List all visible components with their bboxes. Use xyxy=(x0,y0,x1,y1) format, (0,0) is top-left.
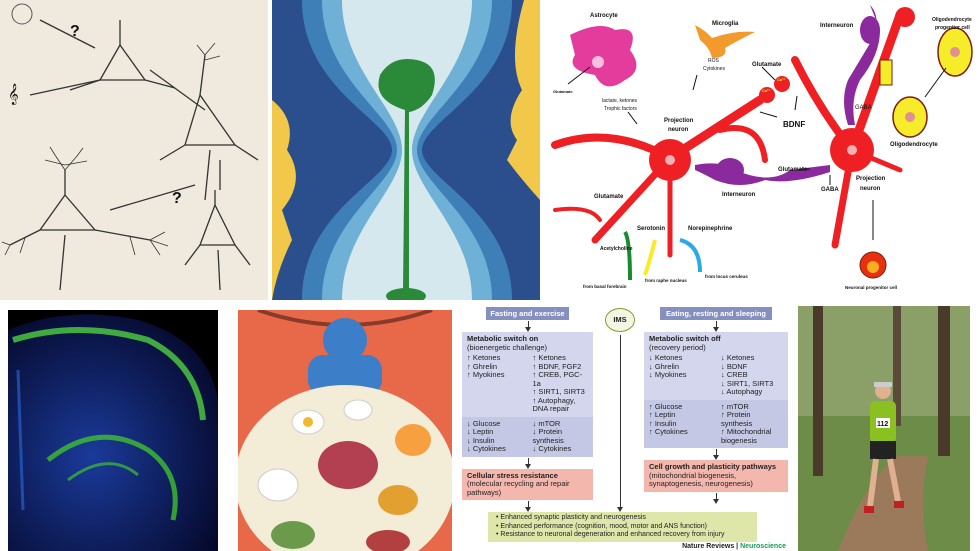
down-arrow-icon xyxy=(462,500,593,512)
down-arrow-icon xyxy=(644,492,788,504)
projection-neuron-label: Projection xyxy=(664,118,694,124)
neuron-interaction-diagram: Astrocyte Glutamate Microglia ROS Cytoki… xyxy=(540,0,980,300)
interneuron-label: Interneuron xyxy=(820,23,854,29)
growth-pathways-box: Cell growth and plasticity pathways(mito… xyxy=(644,460,788,492)
journal-credit: Nature Reviews | Neuroscience xyxy=(682,542,786,550)
norepinephrine-label: Norepinephrine xyxy=(688,226,733,232)
switch-off-up-list-a: ↑ Glucose ↑ Leptin ↑ Insulin ↑ Cytokines xyxy=(649,401,688,436)
sketch-drawing: ? ? 𝄞 xyxy=(1,3,259,291)
neuron-sketch-image: ? ? 𝄞 xyxy=(0,0,268,300)
runner-drawing: 112 xyxy=(798,306,970,551)
metabolic-columns: Fasting and exercise Metabolic switch on… xyxy=(455,307,790,512)
switch-on-up-list-b: ↑ Ketones ↑ BDNF, FGF2 ↑ CREB, PGC-1a ↑ … xyxy=(532,353,585,413)
interneuron-label: Interneuron xyxy=(722,192,756,198)
glutamate-label: Glutamate xyxy=(778,167,808,173)
food-table-illustration xyxy=(238,310,452,551)
switch-on-down-list-a: ↓ Glucose ↓ Leptin ↓ Insulin ↓ Cytokines xyxy=(467,418,506,453)
outcome-item: • Resistance to neuronal degeneration an… xyxy=(496,531,725,538)
fasting-column: Fasting and exercise Metabolic switch on… xyxy=(462,307,593,512)
basal-label: from basal forebrain xyxy=(583,284,627,289)
glutamate-label: Glutamate xyxy=(752,62,782,68)
projection-neuron-label-2: neuron xyxy=(668,127,689,133)
ims-cycle: IMS xyxy=(605,308,635,332)
switch-on-down-list-b: ↓ mTOR ↓ Protein synthesis ↓ Cytokines xyxy=(532,418,572,453)
hourglass-drawing xyxy=(272,0,540,300)
projection-neuron-label-2: neuron xyxy=(860,186,881,192)
astrocyte-label: Astrocyte xyxy=(590,13,618,19)
treble-clef-icon: 𝄞 xyxy=(8,84,19,105)
down-arrow-icon xyxy=(462,320,593,332)
microglia-cell xyxy=(695,25,755,58)
opc-label-2: progenitor cell xyxy=(935,25,970,31)
gaba-label: GABA xyxy=(821,187,839,193)
projection-neuron-label: Projection xyxy=(856,176,886,182)
switch-on-box: Metabolic switch on(bioenergetic challen… xyxy=(462,332,593,417)
neuron-diagram-svg: Astrocyte Glutamate Microglia ROS Cytoki… xyxy=(551,5,973,290)
down-arrow-icon xyxy=(644,320,788,332)
switch-off-down-list-b: ↓ Ketones ↓ BDNF ↓ CREB ↓ SIRT1, SIRT3 ↓… xyxy=(721,353,774,396)
metabolic-switch-diagram: Fasting and exercise Metabolic switch on… xyxy=(455,305,790,551)
brain-section-drawing xyxy=(8,314,218,551)
food-drawing xyxy=(238,310,452,551)
switch-on-subtitle: (bioenergetic challenge) xyxy=(467,342,548,352)
opc-label: Oligodendrocyte xyxy=(932,17,972,23)
cytokines-label: Cytokines xyxy=(703,66,725,72)
lactate-label: lactate, ketones xyxy=(602,98,638,104)
switch-on-up-list-a: ↑ Ketones ↑ Ghrelin ↑ Myokines xyxy=(467,353,505,379)
raphe-label: from raphe nucleus xyxy=(645,278,687,283)
outcome-item: • Enhanced performance (cognition, mood,… xyxy=(496,522,708,530)
ims-label: IMS xyxy=(613,315,627,324)
trophic-label: Trophic factors xyxy=(604,106,637,112)
switch-off-title: Metabolic switch off xyxy=(649,334,721,343)
serotonin-label: Serotonin xyxy=(637,226,665,232)
acetylcholine-label: Acetylcholine xyxy=(600,246,633,252)
down-arrow-icon xyxy=(462,457,593,469)
switch-off-box: Metabolic switch off(recovery period) ↓ … xyxy=(644,332,788,400)
fasting-header: Fasting and exercise xyxy=(486,307,569,320)
interneuron-cell xyxy=(695,163,830,185)
outcomes-box: • Enhanced synaptic plasticity and neuro… xyxy=(488,512,757,542)
gaba-label: GABA xyxy=(855,105,872,111)
glutamate-label: Glutamate xyxy=(553,89,573,94)
down-arrow-icon xyxy=(615,334,625,512)
eating-header: Eating, resting and sleeping xyxy=(660,307,772,320)
growth-title: Cell growth and plasticity pathways xyxy=(649,462,777,471)
eating-column: Eating, resting and sleeping Metabolic s… xyxy=(644,307,788,512)
stress-resistance-box: Cellular stress resistance(molecular rec… xyxy=(462,468,593,500)
switch-off-up-box: ↑ Glucose ↑ Leptin ↑ Insulin ↑ Cytokines… xyxy=(644,399,788,448)
oligodendrocyte-label: Oligodendrocyte xyxy=(890,142,938,148)
down-arrow-icon xyxy=(644,448,788,460)
outcome-item: • Enhanced synaptic plasticity and neuro… xyxy=(496,514,646,521)
switch-on-title: Metabolic switch on xyxy=(467,334,539,343)
glutamate-label: Glutamate xyxy=(594,194,624,200)
locus-label: from locus ceruleus xyxy=(705,274,748,279)
stress-title: Cellular stress resistance xyxy=(467,470,558,480)
trail-runner-photo: 112 xyxy=(798,306,970,551)
switch-on-down-box: ↓ Glucose ↓ Leptin ↓ Insulin ↓ Cytokines… xyxy=(462,416,593,457)
bdnf-label: BDNF xyxy=(783,120,805,129)
astrocyte-cell xyxy=(570,26,637,87)
npc-label: Neuronal progenitor cell xyxy=(845,285,897,290)
switch-off-subtitle: (recovery period) xyxy=(649,342,706,352)
race-bib: 112 xyxy=(877,421,888,428)
fluorescent-brain-image xyxy=(8,310,218,551)
calcium-label: Ca²⁺ xyxy=(777,77,786,82)
stress-subtitle: (molecular recycling and repair pathways… xyxy=(467,479,570,497)
calcium-label: Ca²⁺ xyxy=(762,88,771,93)
question-mark: ? xyxy=(172,190,182,207)
microglia-label: Microglia xyxy=(712,21,739,27)
switch-off-up-list-b: ↑ mTOR ↑ Protein synthesis ↑ Mitochondri… xyxy=(721,401,772,445)
question-mark: ? xyxy=(70,23,80,40)
ros-label: ROS xyxy=(708,58,720,64)
switch-off-down-list-a: ↓ Ketones ↓ Ghrelin ↓ Myokines xyxy=(649,353,687,379)
hourglass-illustration xyxy=(272,0,540,300)
growth-subtitle: (mitochondrial biogenesis, synaptogenesi… xyxy=(649,470,753,488)
